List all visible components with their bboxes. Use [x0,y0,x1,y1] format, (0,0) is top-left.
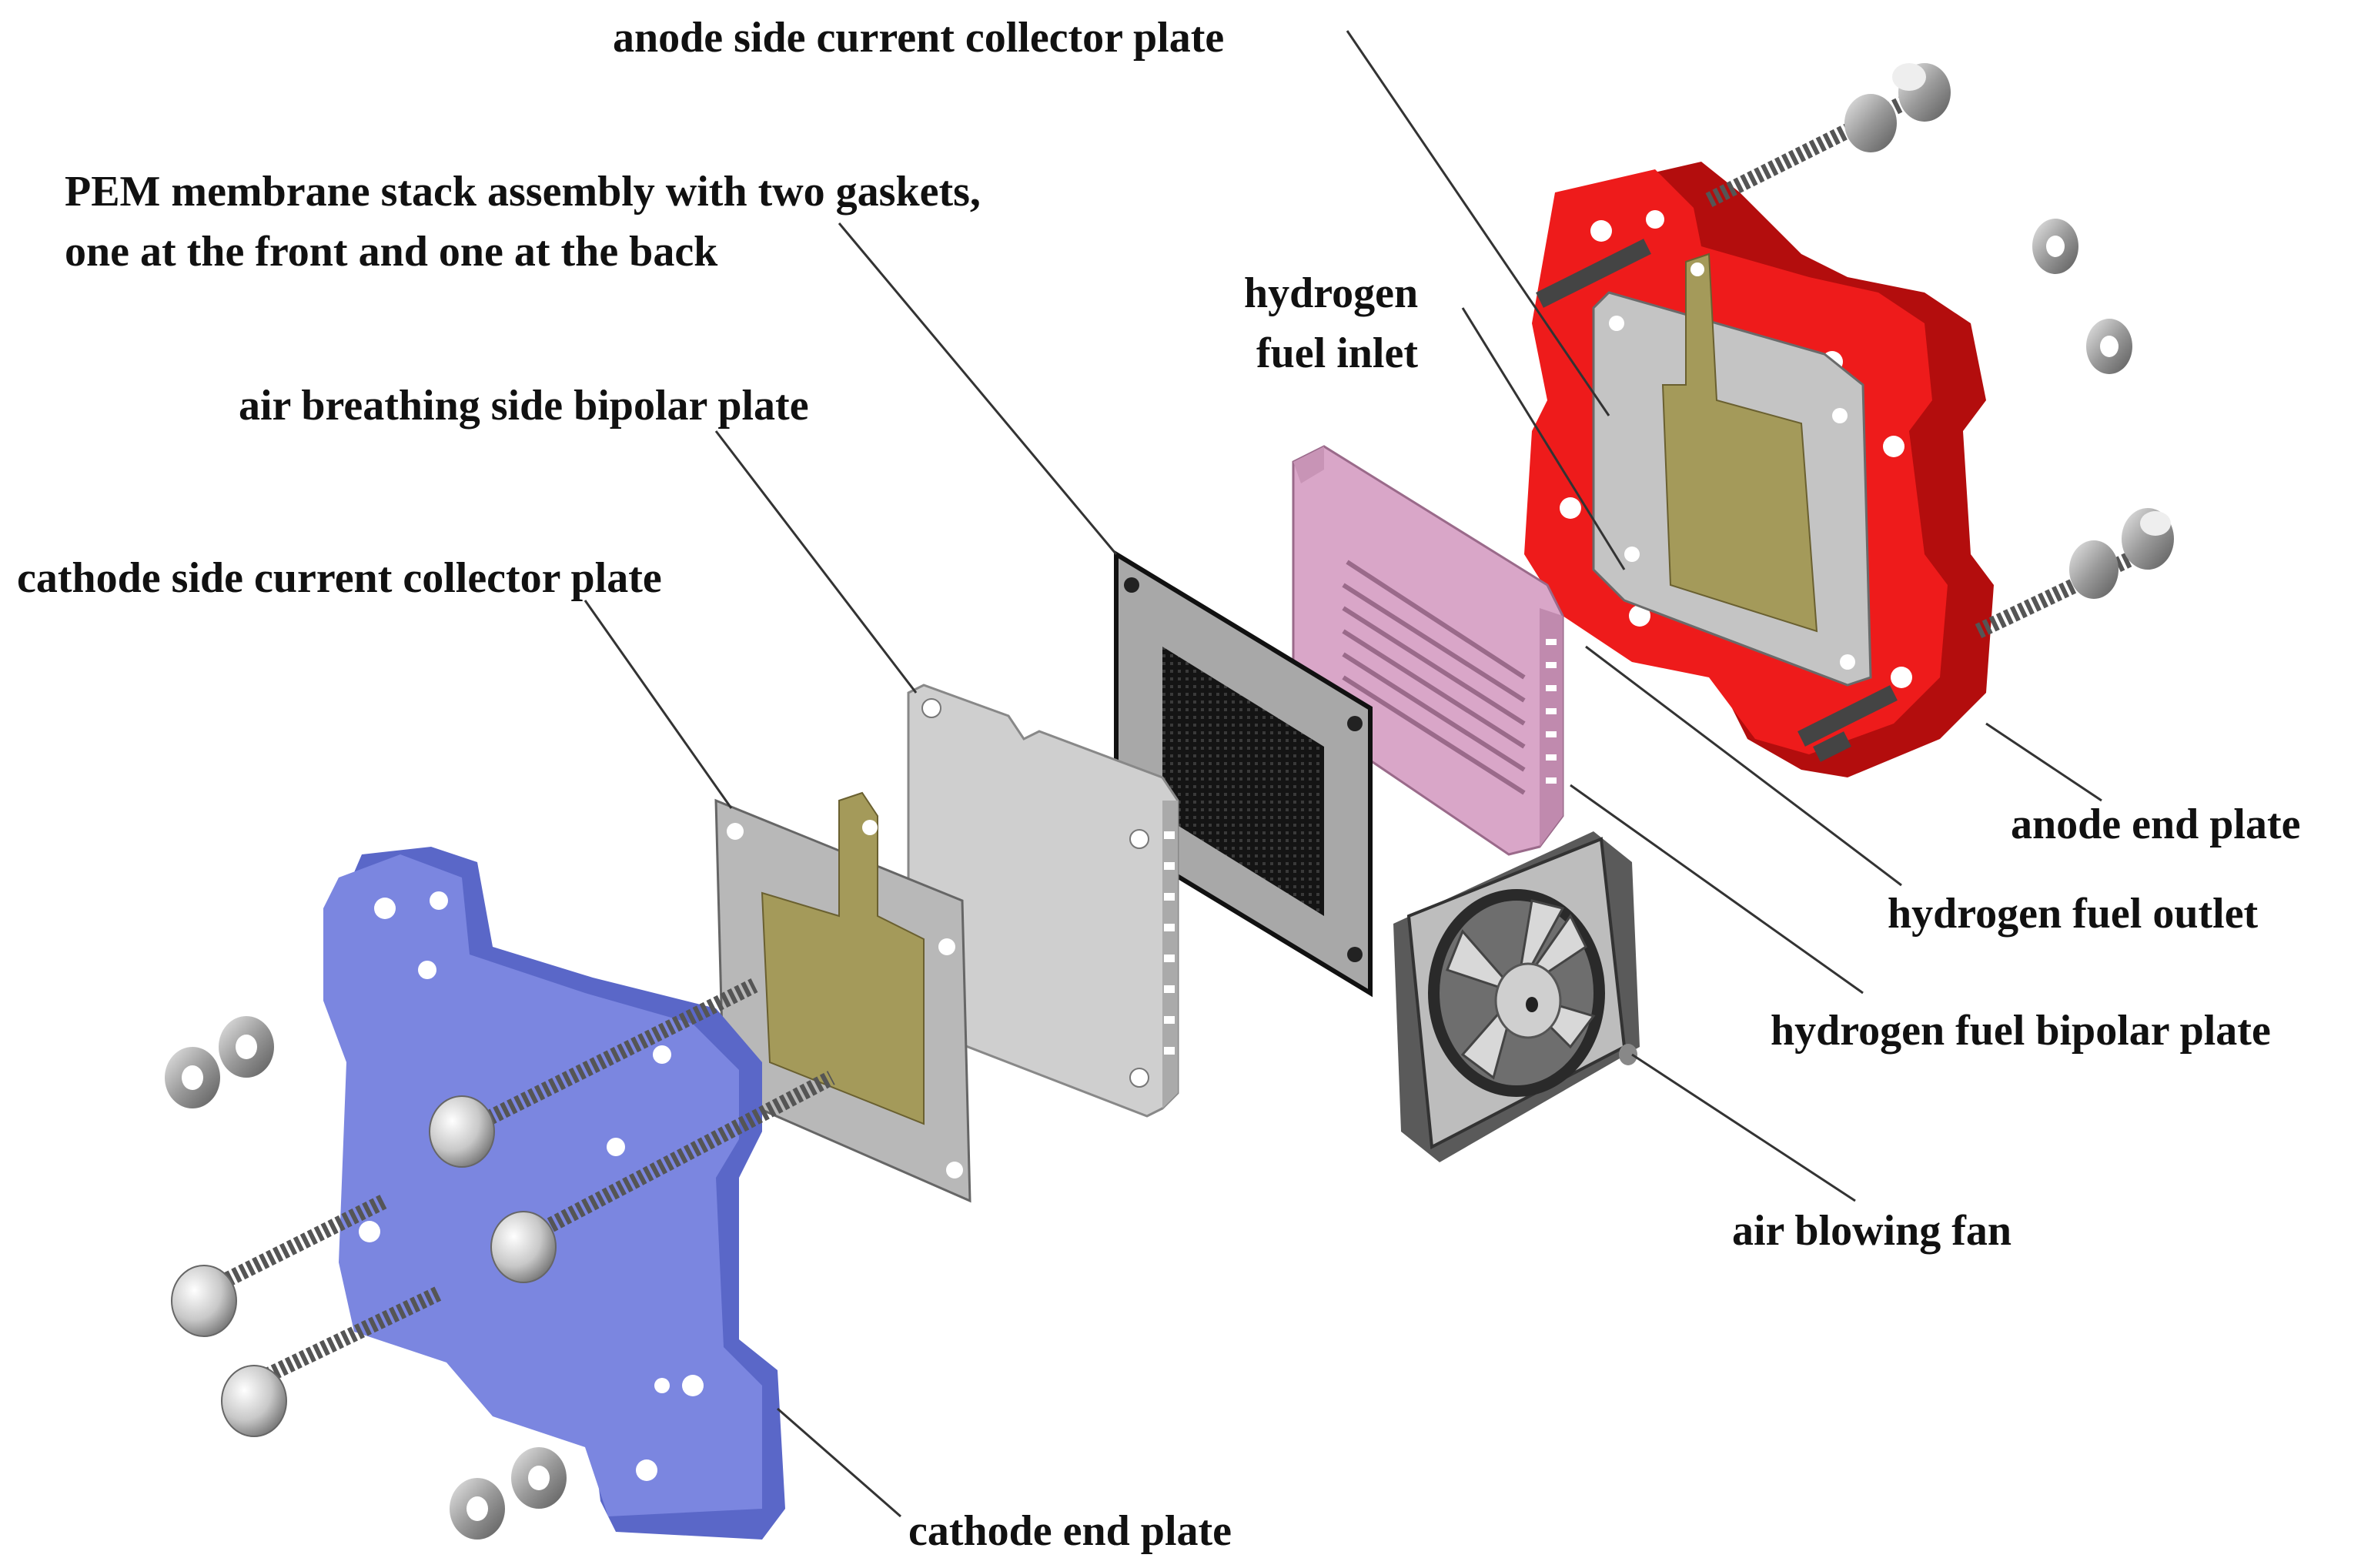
label-hydrogen-inlet-line2: fuel inlet [1256,329,1418,377]
label-anode-current-collector: anode side current collector plate [613,14,1225,62]
cathode-acorn-nuts [171,1095,557,1437]
leader-cathode-collector [584,600,733,809]
leader-pem [838,222,1118,555]
leader-cathode-end-plate [777,1407,901,1518]
pem-membrane-stack [1114,550,1373,998]
label-air-bipolar: air breathing side bipolar plate [239,382,809,430]
air-breathing-bipolar-plate [907,684,1179,1118]
label-anode-end-plate: anode end plate [2011,801,2301,848]
leader-hydrogen-bipolar [1570,784,1864,995]
label-hydrogen-outlet: hydrogen fuel outlet [1888,890,2259,938]
leader-hydrogen-inlet [1461,307,1626,570]
cathode-bolts [196,978,835,1393]
label-hydrogen-inlet-line1: hydrogen [1244,269,1419,317]
leader-hydrogen-outlet [1585,645,1902,887]
leader-air-fan [1631,1053,1856,1202]
leader-anode-current-collector [1346,30,1610,416]
label-cathode-collector: cathode side current collector plate [17,554,662,602]
air-blowing-fan [1393,831,1640,1162]
cathode-current-collector-plate [714,791,971,1203]
label-pem-line2: one at the front and one at the back [65,228,718,276]
cathode-end-plate [323,847,785,1540]
label-hydrogen-bipolar: hydrogen fuel bipolar plate [1771,1007,2271,1055]
label-air-fan: air blowing fan [1732,1207,2012,1255]
label-pem-line1: PEM membrane stack assembly with two gas… [65,168,981,216]
anode-current-collector-plate [1592,252,1872,687]
leader-anode-end-plate [1985,722,2102,802]
cathode-loose-nuts [165,1016,567,1540]
leader-lines [584,30,2102,1518]
leader-air-bipolar [714,430,918,694]
label-cathode-end-plate: cathode end plate [908,1507,1232,1555]
anode-nuts [1844,63,2174,599]
